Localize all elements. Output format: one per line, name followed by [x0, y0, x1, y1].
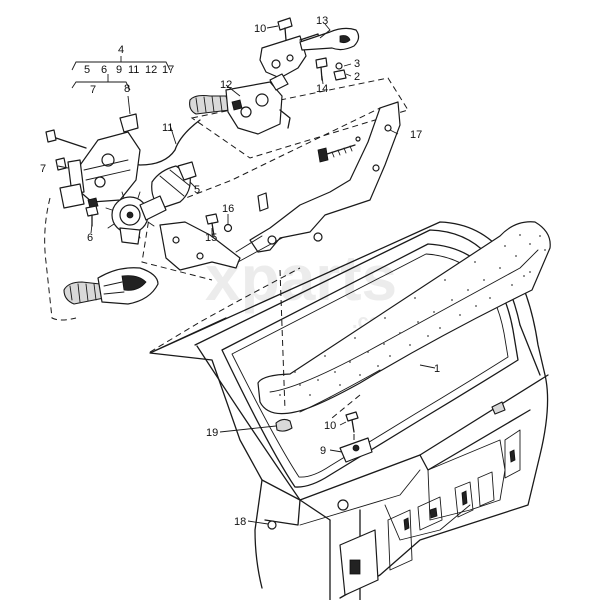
lock-mechanism-12 — [189, 73, 291, 135]
nut-2 — [333, 69, 347, 81]
group4-item: 12 — [145, 64, 157, 76]
spoiler-texture — [279, 234, 546, 399]
callout-6: 6 — [87, 232, 93, 244]
group4-item: 11 — [128, 64, 139, 76]
cable-11 — [119, 119, 201, 166]
handle-lower — [63, 267, 159, 305]
plug-18 — [337, 499, 349, 511]
callout-8: 8 — [124, 83, 130, 95]
screw-6 — [85, 205, 99, 227]
group4-item: 6 — [101, 64, 107, 76]
dash-box-upper — [190, 77, 409, 159]
callouts: 1 2 3 4 5 6 7 8 9 10 10 11 12 13 14 15 1… — [40, 15, 440, 528]
clip-right — [491, 401, 506, 415]
group4-item: 17 — [162, 64, 174, 76]
callout-5: 5 — [194, 184, 200, 196]
lock-unit-left — [45, 113, 141, 209]
washer-3 — [335, 62, 343, 70]
callout-18: 18 — [234, 516, 246, 528]
callout-2: 2 — [354, 71, 360, 83]
callout-12: 12 — [220, 79, 232, 91]
callout-15: 15 — [205, 232, 217, 244]
bolt-14 — [315, 57, 328, 81]
spoiler — [257, 221, 551, 415]
callout-16: 16 — [222, 203, 234, 215]
dash-link — [279, 269, 361, 419]
callout-13: 13 — [316, 15, 328, 27]
callout-19: 19 — [206, 427, 218, 439]
screw-10-upper — [277, 17, 293, 41]
dash-box-middle — [141, 107, 381, 281]
washer-16 — [223, 223, 233, 233]
callout-3: 3 — [354, 58, 360, 70]
group4-item: 5 — [84, 64, 90, 76]
group7-item: 7 — [90, 84, 96, 96]
leader-lines — [57, 23, 436, 525]
lock-recess — [349, 559, 361, 575]
callout-17: 17 — [410, 129, 422, 141]
bolt-15 — [205, 213, 219, 237]
callout-7: 7 — [40, 163, 46, 175]
hole-18 — [267, 520, 277, 530]
handle-13 — [299, 27, 360, 51]
callout-4: 4 — [118, 44, 124, 56]
group4-item: 9 — [116, 64, 122, 76]
callout-11: 11 — [162, 122, 173, 134]
callout-10-upper: 10 — [254, 23, 266, 35]
bracket-17 — [159, 101, 401, 271]
callout-1: 1 — [434, 363, 440, 375]
callout-14: 14 — [316, 83, 328, 95]
dash-lower — [149, 267, 301, 353]
gear-assembly — [105, 191, 167, 245]
bolt-17 — [317, 136, 361, 163]
callout-9: 9 — [320, 445, 326, 457]
callout-10-lower: 10 — [324, 420, 336, 432]
bumper-19 — [275, 418, 293, 432]
tailgate — [149, 221, 549, 600]
motor-5 — [151, 161, 197, 209]
screw-10-lower — [345, 411, 359, 444]
dash-left — [44, 197, 77, 321]
